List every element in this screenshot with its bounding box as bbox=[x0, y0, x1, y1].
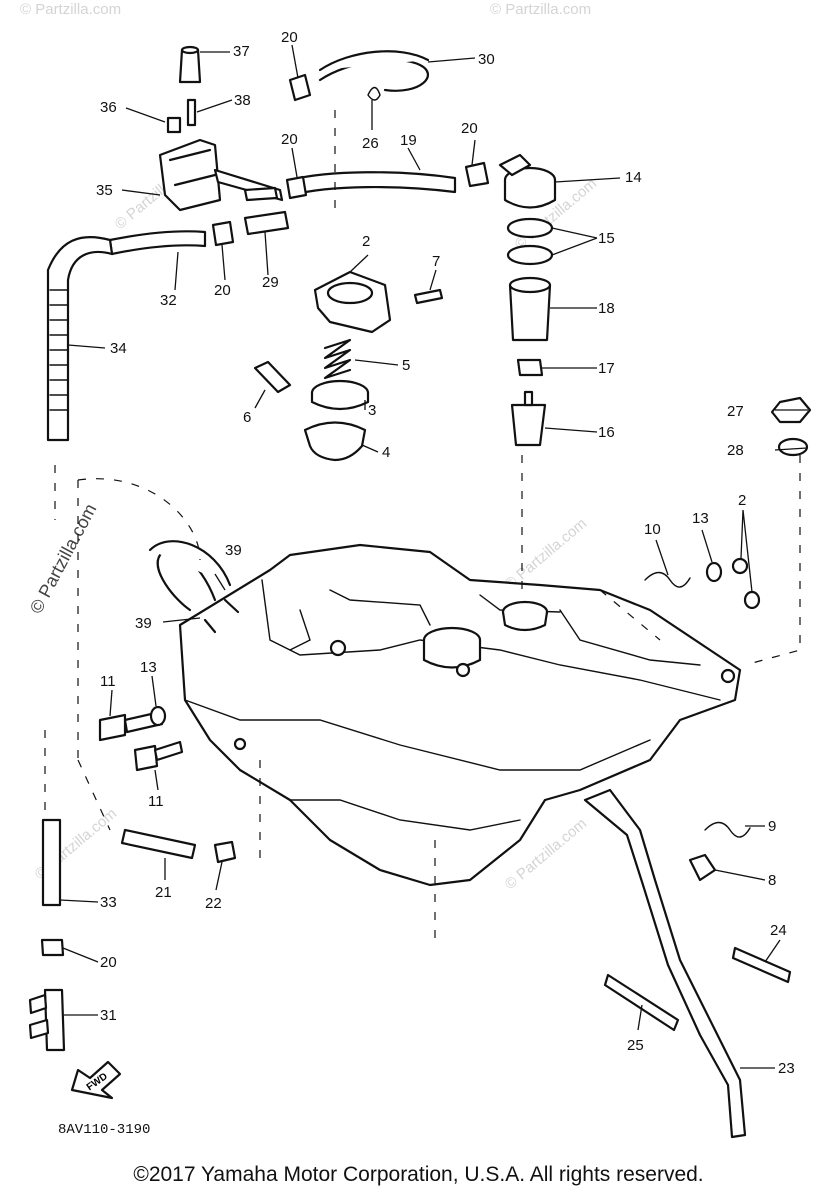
callout-8: 8 bbox=[768, 872, 776, 889]
clamp-17 bbox=[516, 358, 544, 377]
guide-lines bbox=[44, 110, 801, 940]
filler-neck-4 bbox=[303, 421, 367, 462]
callout-21: 21 bbox=[155, 884, 172, 901]
callout-15: 15 bbox=[598, 230, 615, 247]
callout-2-right: 2 bbox=[738, 492, 746, 509]
callout-10: 10 bbox=[644, 521, 661, 538]
bolt-11 bbox=[98, 713, 127, 742]
pin-7 bbox=[413, 288, 444, 305]
drawing-code: 8AV110-3190 bbox=[58, 1122, 150, 1138]
fuel-tank bbox=[178, 543, 742, 887]
clamp-20 bbox=[285, 175, 308, 200]
callout-4: 4 bbox=[382, 444, 390, 461]
bolt-11 bbox=[133, 744, 159, 772]
callout-13-right: 13 bbox=[692, 510, 709, 527]
callout-18: 18 bbox=[598, 300, 615, 317]
filler-cap-group bbox=[253, 270, 444, 462]
watermark-text: © Partzilla.com bbox=[502, 515, 590, 593]
callout-6: 6 bbox=[243, 409, 251, 426]
callout-11-bottom: 11 bbox=[148, 793, 164, 810]
breather-hose-group bbox=[583, 788, 792, 1139]
callout-28: 28 bbox=[727, 442, 744, 459]
hose-19 bbox=[288, 171, 457, 197]
fuel-sender-group bbox=[498, 153, 557, 447]
fuel-cock-assembly bbox=[158, 45, 284, 212]
clamp-22 bbox=[213, 840, 237, 864]
pin-6 bbox=[253, 360, 292, 394]
washer-28 bbox=[777, 437, 809, 457]
hose-32 bbox=[108, 230, 207, 256]
clamp-20 bbox=[464, 161, 490, 188]
strap-25 bbox=[603, 973, 680, 1032]
watermark-text: © Partzilla.com bbox=[20, 1, 121, 18]
callout-34: 34 bbox=[110, 340, 127, 357]
callout-26: 26 bbox=[362, 135, 379, 152]
callout-2: 2 bbox=[362, 233, 370, 250]
callout-30: 30 bbox=[478, 51, 495, 68]
watermark-text: © Partzilla.com bbox=[490, 1, 591, 18]
callout-5: 5 bbox=[402, 357, 410, 374]
callout-37: 37 bbox=[233, 43, 250, 60]
callout-17: 17 bbox=[598, 360, 615, 377]
leader-lines bbox=[59, 44, 808, 1069]
callout-31: 31 bbox=[100, 1007, 117, 1024]
spring-10 bbox=[644, 571, 691, 588]
washer-13 bbox=[705, 561, 723, 583]
clip-2 bbox=[731, 557, 749, 575]
spring-9 bbox=[704, 821, 751, 838]
pipe-33 bbox=[41, 818, 62, 907]
pipe-21 bbox=[120, 828, 197, 860]
callout-20-bottom: 20 bbox=[100, 954, 117, 971]
callout-36: 36 bbox=[100, 99, 117, 116]
callout-20-mid: 20 bbox=[281, 131, 298, 148]
clamp-20 bbox=[40, 938, 65, 957]
callout-33: 33 bbox=[100, 894, 117, 911]
callout-20-top: 20 bbox=[281, 29, 298, 46]
callout-3: 3 bbox=[368, 402, 376, 419]
callout-24: 24 bbox=[770, 922, 787, 939]
filter-16 bbox=[510, 403, 547, 447]
callout-23: 23 bbox=[778, 1060, 795, 1077]
callout-labels: 37 38 36 35 20 30 26 19 20 20 14 15 18 1… bbox=[96, 29, 795, 1077]
callout-22: 22 bbox=[205, 895, 222, 912]
watermark-side-text: © Partzilla.com bbox=[26, 500, 101, 616]
callout-11-top: 11 bbox=[100, 673, 116, 690]
strap-24 bbox=[731, 946, 792, 984]
callout-19: 19 bbox=[400, 132, 417, 149]
callout-32: 32 bbox=[160, 292, 177, 309]
spring-5 bbox=[323, 338, 352, 380]
tube-18 bbox=[508, 283, 552, 342]
clamp-20 bbox=[288, 73, 312, 102]
callout-9: 9 bbox=[768, 818, 776, 835]
left-small-parts bbox=[28, 705, 237, 1052]
o-ring-15 bbox=[506, 217, 554, 239]
corrugated-hose-34 bbox=[46, 236, 114, 442]
clip-8 bbox=[688, 853, 717, 882]
callout-35: 35 bbox=[96, 182, 113, 199]
vent-hose-loop bbox=[148, 540, 240, 634]
clip-26 bbox=[367, 86, 381, 101]
clamp-20 bbox=[211, 220, 235, 247]
callout-20-right: 20 bbox=[461, 120, 478, 137]
hose-23 bbox=[583, 788, 747, 1139]
fwd-arrow: FWD bbox=[70, 1060, 122, 1100]
callout-29: 29 bbox=[262, 274, 279, 291]
copyright-notice: ©2017 Yamaha Motor Corporation, U.S.A. A… bbox=[133, 1163, 704, 1186]
callout-39-left: 39 bbox=[135, 615, 152, 632]
callout-16: 16 bbox=[598, 424, 615, 441]
callout-7: 7 bbox=[432, 253, 440, 270]
joint-29 bbox=[243, 210, 290, 236]
callout-39-top: 39 bbox=[225, 542, 242, 559]
washer-13 bbox=[149, 705, 167, 727]
callout-14: 14 bbox=[625, 169, 642, 186]
callout-27: 27 bbox=[727, 403, 744, 420]
callout-38: 38 bbox=[234, 92, 251, 109]
callout-20-low: 20 bbox=[214, 282, 231, 299]
callout-13-left: 13 bbox=[140, 659, 157, 676]
callout-25: 25 bbox=[627, 1037, 644, 1054]
